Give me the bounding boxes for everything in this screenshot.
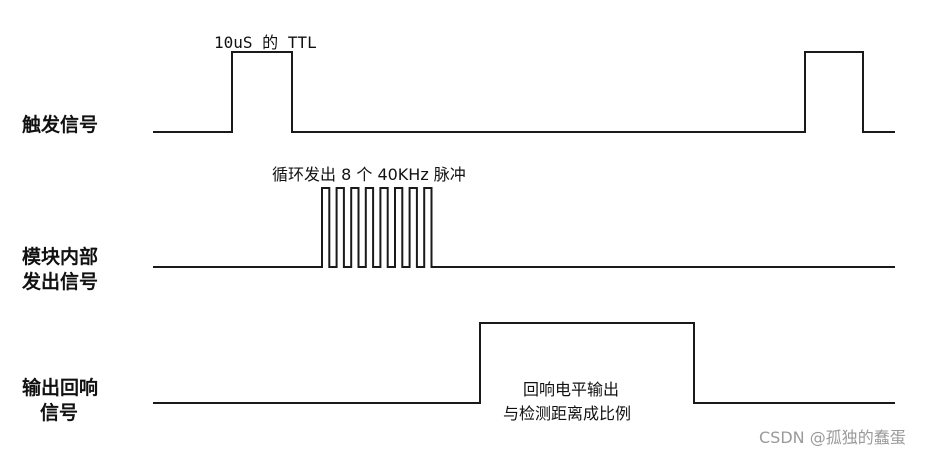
- echo-annotation-line1: 回响电平输出: [523, 380, 619, 399]
- trigger-pulse-annotation: 10uS 的 TTL: [214, 33, 317, 52]
- echo-signal-label-line2: 信号: [40, 401, 78, 424]
- echo-annotation-line2: 与检测距离成比例: [503, 404, 631, 423]
- echo-signal-label-line1: 输出回响: [22, 376, 98, 399]
- trigger-signal-group: 触发信号 10uS 的 TTL: [22, 33, 895, 136]
- internal-signal-label-line2: 发出信号: [21, 270, 98, 293]
- internal-signal-group: 模块内部 发出信号 循环发出 8 个 40KHz 脉冲: [21, 165, 895, 293]
- internal-signal-label-line1: 模块内部: [22, 245, 98, 268]
- csdn-watermark: CSDN @孤独的蠢蛋: [759, 428, 906, 447]
- burst-annotation: 循环发出 8 个 40KHz 脉冲: [272, 165, 466, 184]
- echo-waveform: [153, 322, 895, 404]
- trigger-signal-label: 触发信号: [22, 113, 98, 136]
- trigger-waveform: [153, 51, 895, 133]
- internal-pulse-burst-waveform: [153, 187, 895, 268]
- echo-signal-group: 输出回响 信号 回响电平输出 与检测距离成比例: [22, 322, 895, 424]
